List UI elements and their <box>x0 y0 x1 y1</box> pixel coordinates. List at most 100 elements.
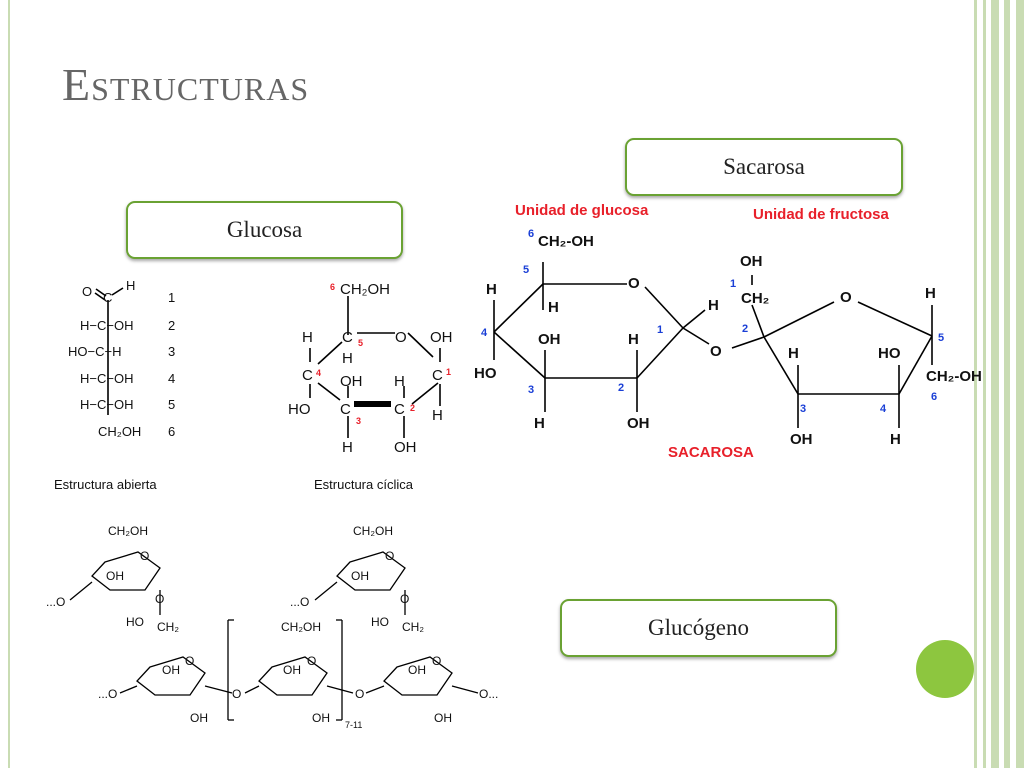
open-row-4: H−C−OH <box>80 371 133 386</box>
glucose-unit-heading: Unidad de glucosa <box>515 202 649 219</box>
fru-num-4: 4 <box>880 403 887 415</box>
fru-h5: H <box>925 285 936 302</box>
fru-num-2: 2 <box>742 323 748 335</box>
glc-h4-top: H <box>486 281 497 298</box>
glyc-ho-1: HO <box>126 615 144 629</box>
fru-num-5: 5 <box>938 332 944 344</box>
open-row-2: H−C−OH <box>80 318 133 333</box>
cyclic-h1: H <box>432 407 443 424</box>
open-ch2oh: CH₂OH <box>98 424 141 439</box>
fru-ch2: CH₂ <box>741 290 769 307</box>
glc-num-6: 6 <box>528 228 534 240</box>
glyc-o-3: O <box>185 654 194 668</box>
glyc-o-5: O <box>432 654 441 668</box>
glc-ho4: HO <box>474 365 497 382</box>
glc-num-2: 2 <box>618 382 624 394</box>
glyc-o-1: O <box>140 549 149 563</box>
fru-h3: H <box>788 345 799 362</box>
fru-num-3: 3 <box>800 403 806 415</box>
glc-h2: H <box>628 331 639 348</box>
open-row-5: H−C−OH <box>80 397 133 412</box>
glyc-oh-5: OH <box>408 663 426 677</box>
glycosidic-o: O <box>710 343 722 360</box>
cyclic-num-3: 3 <box>356 416 361 426</box>
sacarosa-label: Sacarosa <box>625 138 903 196</box>
open-c1: C <box>103 290 112 305</box>
cyclic-c2: C <box>394 401 405 418</box>
fru-ch2oh: CH₂-OH <box>926 368 982 385</box>
cyclic-num-1: 1 <box>446 367 451 377</box>
fru-h4: H <box>890 431 901 448</box>
glyc-ch2-1: CH₂ <box>157 620 179 634</box>
glyc-ho-2: HO <box>371 615 389 629</box>
cyclic-h2: H <box>394 373 405 390</box>
cyclic-oh3: OH <box>340 373 363 390</box>
glyc-link-o-3: O <box>232 687 241 701</box>
glyc-link-o-2: O <box>400 592 409 606</box>
glc-h5: H <box>548 299 559 316</box>
right-frame-stripes <box>974 0 1024 768</box>
cyclic-o: O <box>395 329 407 346</box>
open-num-2: 2 <box>168 318 175 333</box>
glc-num-3: 3 <box>528 384 534 396</box>
glc-ch2oh: CH₂-OH <box>538 233 594 250</box>
glc-h3: H <box>534 415 545 432</box>
glyc-ch2-2: CH₂ <box>402 620 424 634</box>
glucosa-label-text: Glucosa <box>226 217 303 242</box>
glyc-oh-3: OH <box>162 663 180 677</box>
sacarosa-label-text: Sacarosa <box>723 154 805 179</box>
glucosa-label: Glucosa <box>126 201 403 259</box>
open-num-6: 6 <box>168 424 175 439</box>
glyc-ch2oh-3: CH₂OH <box>281 620 321 634</box>
cyclic-num-2: 2 <box>410 403 415 413</box>
slide-title: Estructuras <box>62 59 310 110</box>
glyc-dots-end: O... <box>479 687 498 701</box>
glucogeno-label-text: Glucógeno <box>648 615 749 640</box>
glc-oh2: OH <box>627 415 650 432</box>
open-row-3: HO−C−H <box>68 344 121 359</box>
glycogen-repeat-count: 7-11 <box>345 720 362 730</box>
glyc-ch2oh-2: CH₂OH <box>353 524 393 538</box>
decorative-green-circle <box>916 640 974 698</box>
glyc-ch2oh-1: CH₂OH <box>108 524 148 538</box>
cyclic-c4: C <box>302 367 313 384</box>
glyc-dots-3: ...O <box>98 687 117 701</box>
glc-num-1: 1 <box>657 324 663 336</box>
fru-num-6: 6 <box>931 391 937 403</box>
open-num-5: 5 <box>168 397 175 412</box>
glycogen-structure: CH₂OH CH₂OH CH₂OH O O O O O OH OH HO HO … <box>46 524 498 730</box>
cyclic-num-4: 4 <box>316 368 321 378</box>
cyclic-oh1: OH <box>430 329 453 346</box>
fructose-unit-heading: Unidad de fructosa <box>753 206 890 223</box>
open-h1: H <box>126 278 135 293</box>
glc-num-5: 5 <box>523 264 529 276</box>
open-num-4: 4 <box>168 371 175 386</box>
glc-oh3: OH <box>538 331 561 348</box>
cyclic-num-5: 5 <box>358 338 363 348</box>
glyc-o-2: O <box>385 549 394 563</box>
glc-num-4: 4 <box>481 327 488 339</box>
fru-oh3: OH <box>790 431 813 448</box>
glyc-oh-2: OH <box>351 569 369 583</box>
left-frame-line <box>8 0 10 768</box>
fru-oh1: OH <box>740 253 763 270</box>
glyc-dots-1: ...O <box>46 595 65 609</box>
sucrose-name: SACAROSA <box>668 444 754 461</box>
glc-h1: H <box>708 297 719 314</box>
glyc-oh-8: OH <box>434 711 452 725</box>
fru-num-1: 1 <box>730 278 736 290</box>
glyc-link-o-4: O <box>355 687 364 701</box>
cyclic-num-6: 6 <box>330 282 335 292</box>
open-num-3: 3 <box>168 344 175 359</box>
glyc-dots-2: ...O <box>290 595 309 609</box>
glc-ring-o: O <box>628 275 640 292</box>
cyclic-ch2oh: CH₂OH <box>340 281 390 298</box>
glyc-oh-7: OH <box>312 711 330 725</box>
glyc-o-4: O <box>307 654 316 668</box>
fru-ring-o: O <box>840 289 852 306</box>
cyclic-structure-caption: Estructura cíclica <box>314 477 414 492</box>
glyc-oh-6: OH <box>190 711 208 725</box>
cyclic-c5: C <box>342 329 353 346</box>
open-num-1: 1 <box>168 290 175 305</box>
